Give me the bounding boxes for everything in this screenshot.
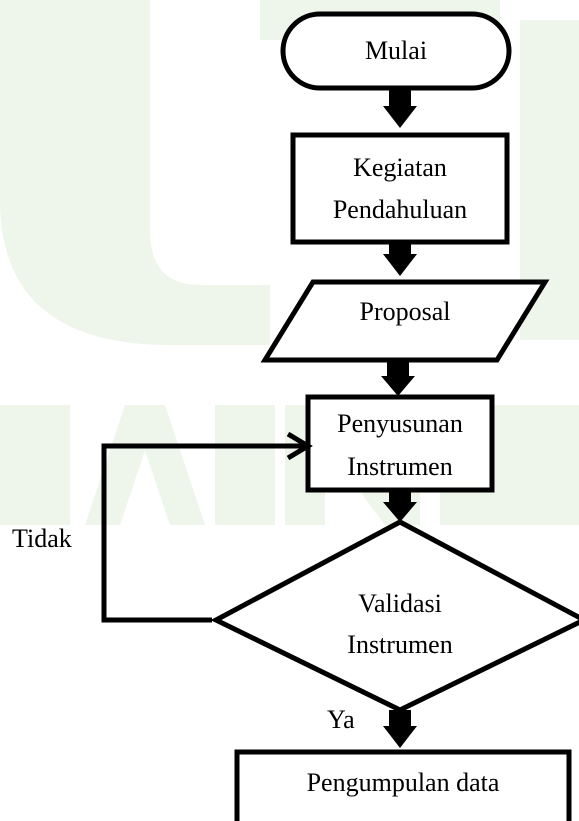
start-label: Mulai: [364, 36, 428, 65]
proposal-data-shape: [260, 279, 550, 363]
instrument-label-line1: Penyusunan: [337, 409, 463, 438]
arrow-activity-to-proposal: [383, 242, 417, 276]
arrow-instrument-to-validation: [383, 490, 417, 522]
no-edge-label: Tidak: [12, 524, 72, 553]
instrument-process-box: [305, 394, 495, 493]
activity-label-line2: Pendahuluan: [332, 195, 468, 224]
watermark-logo: [0, 0, 579, 525]
arrow-start-to-activity: [383, 88, 417, 128]
instrument-label-line2: Instrumen: [347, 452, 453, 481]
activity-label-line1: Kegiatan: [353, 153, 447, 182]
collect-label: Pengumpulan data: [306, 768, 500, 797]
validation-label-line2: Instrumen: [347, 630, 453, 659]
feedback-loop-line: [101, 443, 306, 623]
feedback-arrowhead: [286, 431, 313, 461]
validation-label-line1: Validasi: [358, 589, 442, 618]
proposal-label: Proposal: [359, 297, 451, 326]
arrow-proposal-to-instrument: [381, 360, 415, 396]
yes-edge-label: Ya: [327, 705, 355, 734]
collect-process-box: [234, 749, 572, 821]
arrow-validation-to-collect: [383, 710, 417, 748]
